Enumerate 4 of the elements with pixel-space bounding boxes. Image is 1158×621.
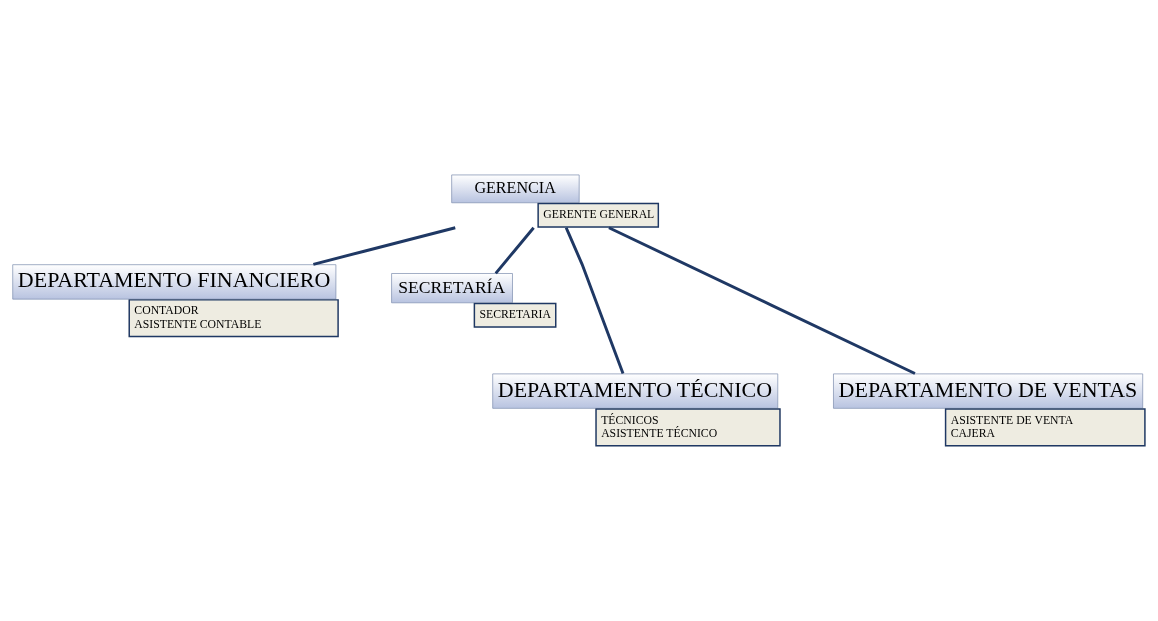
connector (608, 226, 916, 375)
connector (494, 226, 535, 275)
connector (313, 226, 456, 266)
connector (564, 227, 625, 374)
